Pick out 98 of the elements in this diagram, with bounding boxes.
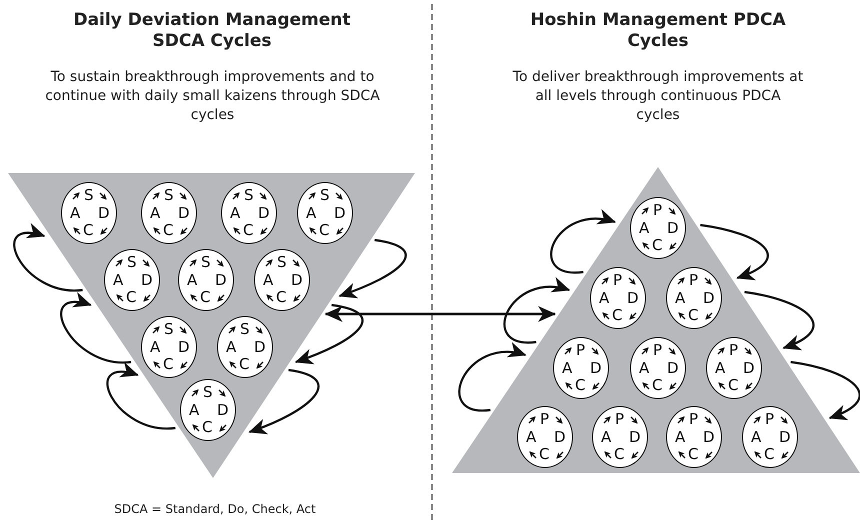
cycle-letter: S bbox=[84, 188, 94, 203]
curved-arrow bbox=[700, 224, 769, 280]
panel-description: To deliver breakthrough improvements at all levels through continuous PDCA cycles bbox=[512, 68, 804, 125]
cycle-letter: A bbox=[601, 430, 612, 445]
cycle-letter: S bbox=[277, 255, 287, 270]
footnote: SDCA = Standard, Do, Check, Act bbox=[113, 501, 317, 518]
curved-arrow bbox=[458, 344, 526, 412]
cycle-letter: S bbox=[201, 255, 211, 270]
cycle-letter: C bbox=[764, 447, 774, 462]
cycle-letter: S bbox=[244, 188, 254, 203]
cycle-letter: C bbox=[728, 378, 738, 393]
cycle-letter: A bbox=[306, 206, 316, 221]
cycle-letter: S bbox=[203, 385, 213, 400]
cycle-letter: C bbox=[539, 447, 550, 462]
cycle-letter: A bbox=[715, 361, 726, 376]
cycle-letter: A bbox=[562, 361, 572, 376]
cycle-letter: D bbox=[590, 361, 602, 376]
cycle-letter: A bbox=[675, 430, 686, 445]
cycle-letter: A bbox=[189, 403, 200, 418]
cycle-letter: S bbox=[127, 255, 137, 270]
curved-arrow bbox=[504, 278, 570, 344]
cycle-letter: D bbox=[217, 403, 229, 418]
cycle-letter: D bbox=[667, 221, 679, 236]
cycle-letter: C bbox=[276, 290, 286, 305]
cycle-letter: C bbox=[614, 447, 624, 462]
cycle-letter: P bbox=[613, 273, 622, 288]
cycle-letter: P bbox=[653, 343, 662, 358]
cycle-letter: C bbox=[126, 290, 136, 305]
cycle-letter: P bbox=[729, 343, 738, 358]
cycle-letter: A bbox=[263, 273, 274, 288]
cycle-letter: A bbox=[599, 291, 610, 306]
curved-arrow bbox=[294, 304, 364, 364]
cycle-letter: C bbox=[575, 378, 586, 393]
cycle-letter: D bbox=[334, 206, 346, 221]
cycle-letter: C bbox=[319, 223, 330, 238]
cycle-letter: P bbox=[576, 343, 586, 358]
cycle-letter: D bbox=[98, 206, 110, 221]
curved-arrow bbox=[744, 290, 814, 350]
cycle-letter: C bbox=[239, 357, 250, 372]
cycle-letter: D bbox=[743, 361, 755, 376]
cycle-letter: C bbox=[83, 223, 94, 238]
cycle-letter: D bbox=[703, 291, 715, 306]
cycle-letter: P bbox=[653, 203, 662, 218]
cycle-letter: C bbox=[163, 357, 174, 372]
cycle-letter: D bbox=[178, 206, 190, 221]
cycle-letter: C bbox=[688, 308, 698, 323]
cycle-letter: A bbox=[526, 430, 536, 445]
cycle-letter: C bbox=[200, 290, 210, 305]
cycle-letter: S bbox=[164, 322, 174, 337]
cycle-letter: D bbox=[779, 430, 791, 445]
cycle-letter: C bbox=[652, 378, 662, 393]
curved-arrow bbox=[13, 224, 83, 292]
cycle-letter: A bbox=[639, 361, 650, 376]
cycle-letter: A bbox=[751, 430, 762, 445]
cycle-letter: P bbox=[540, 412, 550, 427]
curved-arrow bbox=[790, 360, 860, 420]
double-arrow bbox=[324, 306, 556, 322]
cycle-letter: P bbox=[765, 412, 774, 427]
curved-arrow bbox=[248, 368, 320, 434]
cycle-letter: A bbox=[113, 273, 124, 288]
cycle-letter: C bbox=[202, 420, 212, 435]
cycle-letter: D bbox=[258, 206, 270, 221]
curved-arrow bbox=[60, 293, 132, 364]
cycle-letter: A bbox=[187, 273, 198, 288]
cycle-letter: A bbox=[675, 291, 686, 306]
cycle-letter: A bbox=[70, 206, 80, 221]
cycle-letter: C bbox=[612, 308, 622, 323]
cycle-letter: C bbox=[243, 223, 254, 238]
cycle-letter: C bbox=[652, 238, 662, 253]
cycle-letter: D bbox=[254, 340, 266, 355]
cycle-letter: D bbox=[554, 430, 566, 445]
cycle-letter: A bbox=[150, 206, 160, 221]
cycle-letter: D bbox=[178, 340, 190, 355]
cycle-letter: D bbox=[627, 291, 639, 306]
cycle-letter: P bbox=[689, 273, 698, 288]
cycle-letter: D bbox=[215, 273, 227, 288]
cycle-letter: D bbox=[141, 273, 153, 288]
cycle-letter: A bbox=[639, 221, 650, 236]
cycle-letter: S bbox=[320, 188, 330, 203]
cycle-letter: A bbox=[230, 206, 240, 221]
panel-heading: Hoshin Management PDCA Cycles bbox=[529, 10, 787, 52]
cycle-letter: D bbox=[629, 430, 641, 445]
cycle-letter: D bbox=[291, 273, 303, 288]
cycle-letter: C bbox=[688, 447, 698, 462]
cycle-letter: S bbox=[240, 322, 250, 337]
cycle-letter: A bbox=[226, 340, 236, 355]
cycle-letter: C bbox=[163, 223, 174, 238]
panel-heading: Daily Deviation Management SDCA Cycles bbox=[72, 10, 352, 52]
cycle-letter: A bbox=[150, 340, 160, 355]
cycle-letter: P bbox=[689, 412, 698, 427]
curved-arrow bbox=[550, 210, 616, 274]
cycle-letter: D bbox=[667, 361, 679, 376]
panel-description: To sustain breakthrough improvements and to continue with daily small kaizens through SDCA cycles bbox=[45, 68, 380, 125]
curved-arrow bbox=[106, 363, 176, 430]
cycle-letter: S bbox=[164, 188, 174, 203]
cycle-letter: D bbox=[703, 430, 715, 445]
curved-arrow bbox=[338, 238, 407, 298]
cycle-letter: P bbox=[615, 412, 624, 427]
